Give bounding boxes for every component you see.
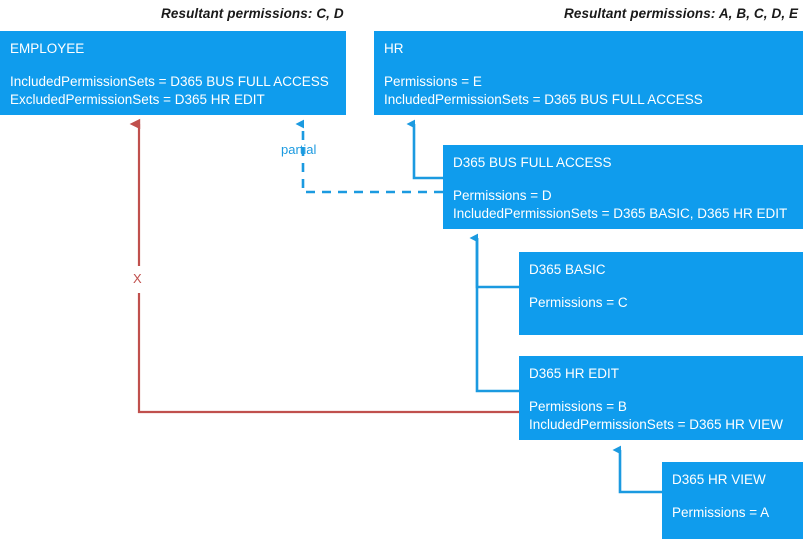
node-hr[interactable]: HR Permissions = E IncludedPermissionSet… [374,31,803,115]
node-d365-basic[interactable]: D365 BASIC Permissions = C [519,252,803,335]
node-hr-body: Permissions = E IncludedPermissionSets =… [384,73,793,108]
node-employee-body: IncludedPermissionSets = D365 BUS FULL A… [10,73,336,108]
node-d365-hr-edit-line-2: IncludedPermissionSets = D365 HR VIEW [529,416,783,432]
caption-left-resultant-permissions: Resultant permissions: C, D [161,6,344,21]
node-d365-bus-full-access-line-1: Permissions = D [453,188,552,203]
node-employee-line-1: IncludedPermissionSets = D365 BUS FULL A… [10,74,329,89]
edge-basic-to-busfullaccess [469,233,519,289]
node-employee[interactable]: EMPLOYEE IncludedPermissionSets = D365 B… [0,31,346,115]
node-d365-hr-edit-line-1: Permissions = B [529,399,627,414]
node-d365-hr-view-body: Permissions = A [672,504,793,522]
edge-busfullaccess-to-employee-partial [295,119,443,194]
node-d365-basic-line-1: Permissions = C [529,295,628,310]
edge-label-excluded-x: X [133,271,142,286]
node-d365-hr-view-title: D365 HR VIEW [672,472,766,487]
node-d365-hr-view[interactable]: D365 HR VIEW Permissions = A [662,462,803,539]
caption-right-resultant-permissions: Resultant permissions: A, B, C, D, E [564,6,799,21]
node-d365-bus-full-access-line-2: IncludedPermissionSets = D365 BASIC, D36… [453,205,788,221]
node-employee-title: EMPLOYEE [10,41,85,56]
node-d365-bus-full-access[interactable]: D365 BUS FULL ACCESS Permissions = D Inc… [443,145,803,229]
node-d365-bus-full-access-body: Permissions = D IncludedPermissionSets =… [453,187,793,222]
edge-busfullaccess-to-hr [406,119,443,180]
node-d365-basic-body: Permissions = C [529,294,793,312]
edge-hrview-to-hredit [612,445,662,494]
node-d365-bus-full-access-title: D365 BUS FULL ACCESS [453,155,612,170]
node-hr-line-1: Permissions = E [384,74,482,89]
node-d365-hr-edit-title: D365 HR EDIT [529,366,620,381]
node-hr-line-2: IncludedPermissionSets = D365 BUS FULL A… [384,91,703,107]
edge-hredit-to-employee-lower [137,293,519,414]
node-d365-hr-edit[interactable]: D365 HR EDIT Permissions = B IncludedPer… [519,356,803,440]
node-employee-line-2: ExcludedPermissionSets = D365 HR EDIT [10,91,265,107]
node-d365-hr-edit-body: Permissions = B IncludedPermissionSets =… [529,398,793,433]
edge-label-partial: partial [281,142,317,157]
node-d365-basic-title: D365 BASIC [529,262,606,277]
edge-hredit-to-busfullaccess [475,238,519,393]
node-hr-title: HR [384,41,404,56]
node-d365-hr-view-line-1: Permissions = A [672,505,770,520]
